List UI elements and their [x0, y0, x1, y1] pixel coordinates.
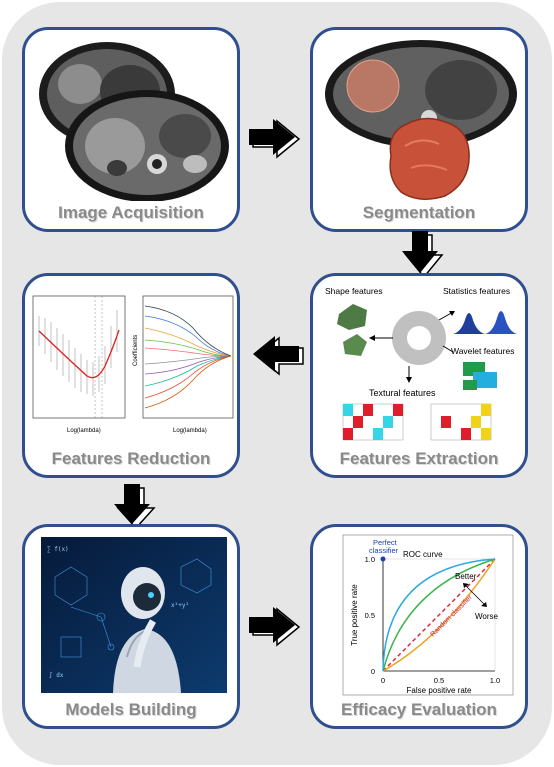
- segmentation-image: [321, 36, 521, 204]
- worse-label: Worse: [475, 612, 499, 621]
- x-axis-label: False positive rate: [407, 686, 472, 695]
- svg-text:∫ dx: ∫ dx: [49, 671, 64, 679]
- x-tick-label: 0.5: [434, 676, 444, 685]
- caption-features-extraction: Features Extraction: [339, 449, 499, 468]
- svg-text:∑ f(x): ∑ f(x): [47, 546, 69, 553]
- roc-title: ROC curve: [403, 550, 443, 559]
- y-axis-label: True positive rate: [350, 584, 359, 646]
- x-tick-label: 0: [381, 676, 385, 685]
- y-tick-label: 0.5: [365, 611, 375, 620]
- ai-robot-image: ∑ f(x) x²+y² θ(t) ∫ dx: [41, 537, 227, 693]
- texture-grid-left: [342, 403, 404, 441]
- left-plot-xlabel: Log(lambda): [67, 428, 101, 434]
- right-plot-ylabel: Coefficients: [133, 335, 139, 366]
- arrow-down-icon: [402, 231, 444, 279]
- classifier-label: classifier: [369, 546, 399, 555]
- svg-text:x²+y²: x²+y²: [171, 602, 189, 609]
- perfect-label: Perfect: [373, 538, 398, 547]
- panel-features-extraction: Shape features Statistics features Wavel…: [310, 273, 528, 478]
- y-tick-label: 1.0: [365, 555, 375, 564]
- features-extraction-image: Shape features Statistics features Wavel…: [325, 286, 517, 441]
- better-label: Better: [455, 572, 477, 581]
- arrow-left-icon: [253, 336, 304, 376]
- statistics-features-label: Statistics features: [443, 286, 510, 296]
- mri-image: [35, 36, 231, 201]
- panel-image-acquisition: Image Acquisition: [22, 27, 240, 232]
- panel-segmentation: Segmentation: [310, 27, 528, 232]
- panel-efficacy-evaluation: ROC curve Perfect classifier Better Wors…: [310, 524, 528, 729]
- roc-curve-chart: ROC curve Perfect classifier Better Wors…: [342, 534, 514, 696]
- arrow-right-icon: [249, 119, 301, 159]
- shape-features-label: Shape features: [325, 286, 383, 296]
- x-tick-label: 1.0: [490, 676, 500, 685]
- panel-models-building: ∑ f(x) x²+y² θ(t) ∫ dx Models Building: [22, 524, 240, 729]
- caption-efficacy-evaluation: Efficacy Evaluation: [341, 700, 497, 719]
- y-tick-label: 0: [371, 667, 375, 676]
- texture-grid-right: [430, 403, 492, 441]
- right-plot-xlabel: Log(lambda): [173, 428, 207, 434]
- arrow-down-icon: [114, 484, 156, 530]
- caption-image-acquisition: Image Acquisition: [58, 203, 204, 222]
- panel-features-reduction: Log(lambda) Coefficients Log(lambda) Fea…: [22, 273, 240, 478]
- textural-features-label: Textural features: [369, 388, 436, 398]
- lasso-plots: Log(lambda) Coefficients Log(lambda): [32, 295, 234, 434]
- caption-features-reduction: Features Reduction: [51, 449, 211, 468]
- wavelet-features-label: Wavelet features: [451, 346, 514, 356]
- caption-segmentation: Segmentation: [362, 203, 476, 222]
- caption-models-building: Models Building: [65, 700, 197, 719]
- arrow-right-icon: [249, 607, 301, 647]
